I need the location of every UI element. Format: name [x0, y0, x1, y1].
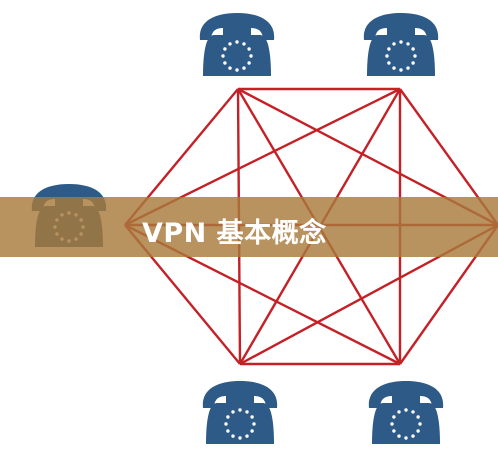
banner-title: VPN 基本概念	[142, 218, 327, 249]
title-banner	[0, 197, 498, 257]
telephone-icon	[368, 381, 444, 444]
telephone-icon	[363, 13, 439, 76]
telephone-icon	[199, 13, 275, 76]
telephone-icon	[202, 381, 278, 444]
